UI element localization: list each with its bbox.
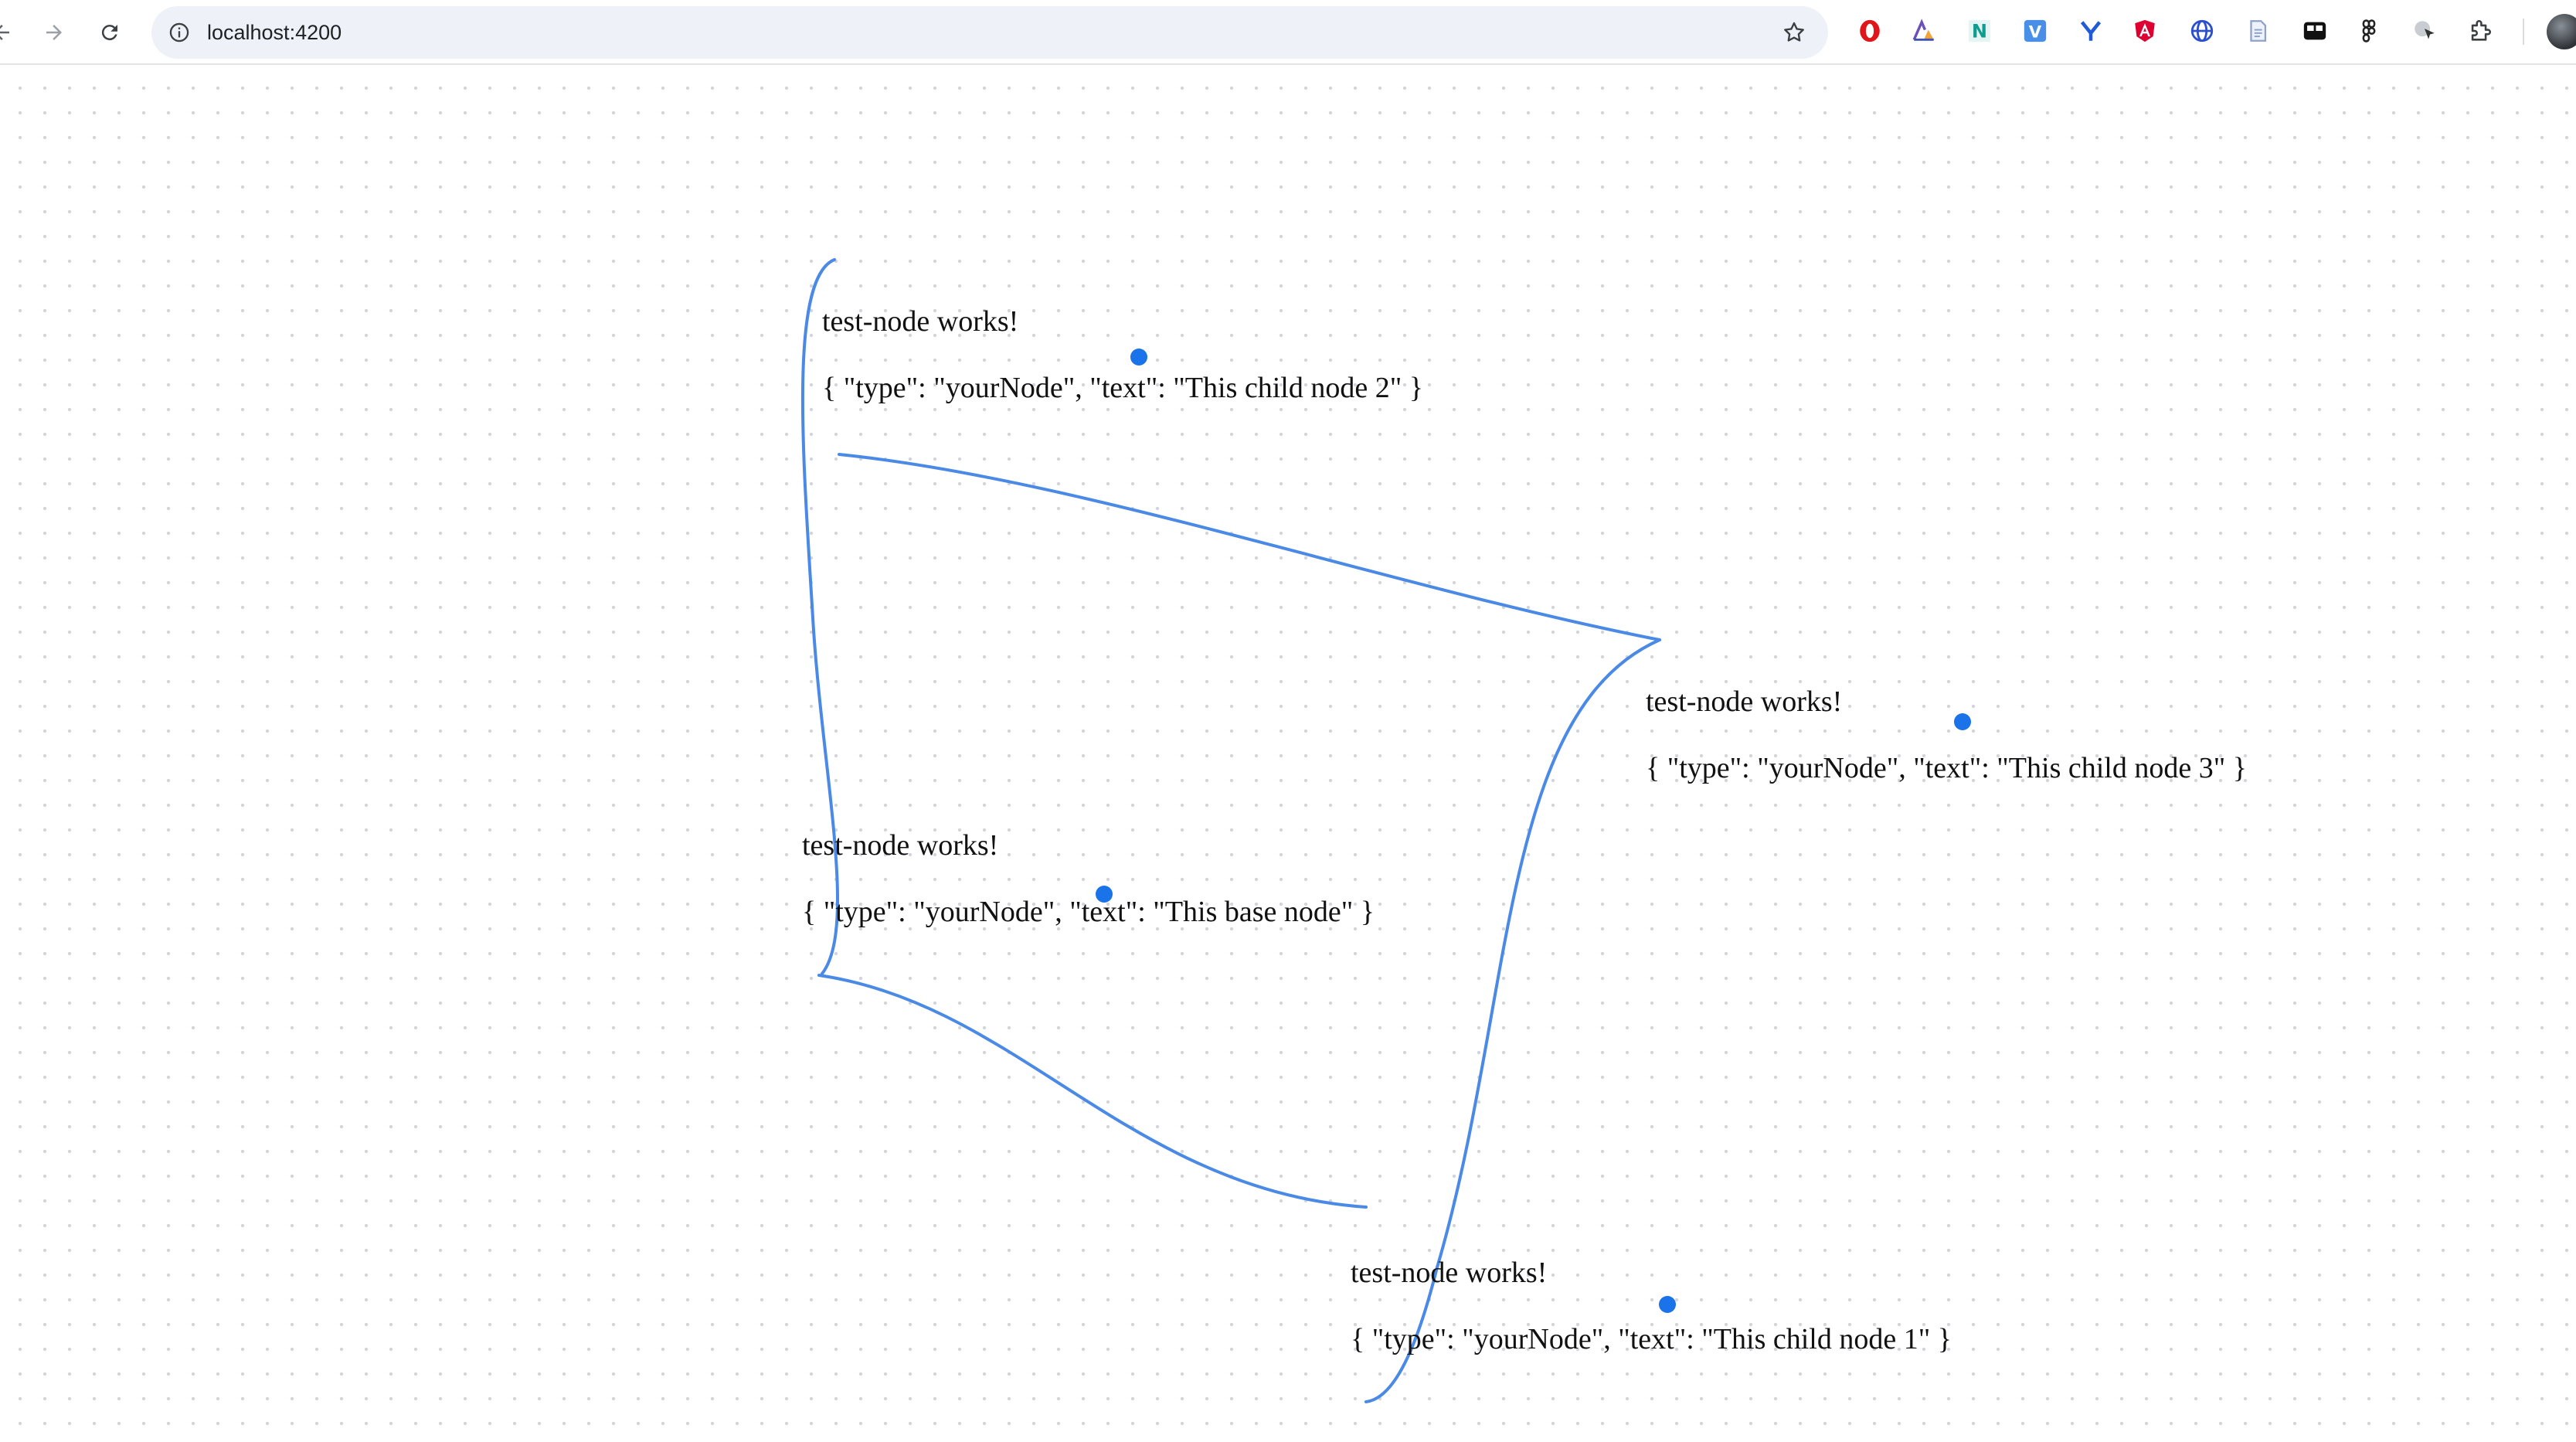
node-handle[interactable] xyxy=(1659,1296,1676,1313)
edge-base-to-child2[interactable] xyxy=(800,258,840,975)
node-title: test-node works! xyxy=(802,829,999,862)
star-outline-icon[interactable] xyxy=(1777,15,1811,49)
site-info-icon[interactable] xyxy=(164,17,195,48)
node-handle[interactable] xyxy=(1096,886,1113,903)
cursor-extension-icon[interactable] xyxy=(2409,15,2440,46)
edge-base-to-child1[interactable] xyxy=(817,974,1368,1209)
node-handle[interactable] xyxy=(1954,713,1971,730)
figma-extension-icon[interactable] xyxy=(2353,15,2384,46)
forward-arrow-icon[interactable] xyxy=(34,12,74,53)
node-child-2[interactable]: test-node works! { "type": "yourNode", "… xyxy=(822,304,1423,405)
node-base[interactable]: test-node works! { "type": "yourNode", "… xyxy=(802,828,1375,929)
svg-text:N: N xyxy=(1972,21,1987,43)
document-extension-icon[interactable] xyxy=(2242,15,2273,46)
node-json-text: { "type": "yourNode", "text": "This chil… xyxy=(1646,752,2247,784)
node-json-text: { "type": "yourNode", "text": "This base… xyxy=(802,896,1375,928)
browser-toolbar: localhost:4200 N V xyxy=(0,0,2576,65)
globe-extension-icon[interactable] xyxy=(2187,15,2217,46)
opera-extension-icon[interactable] xyxy=(1854,15,1885,46)
edge-child3-to-child1[interactable] xyxy=(1364,638,1661,1403)
node-json-text: { "type": "yourNode", "text": "This chil… xyxy=(1351,1323,1952,1355)
angular-extension-icon[interactable] xyxy=(2129,15,2160,46)
node-title: test-node works! xyxy=(1351,1257,1548,1289)
node-handle[interactable] xyxy=(1130,349,1147,366)
flow-canvas[interactable] xyxy=(0,65,2576,1442)
edge-child2-to-child3[interactable] xyxy=(838,453,1661,641)
devices-extension-icon[interactable] xyxy=(2299,15,2330,46)
address-bar[interactable]: localhost:4200 xyxy=(151,6,1828,59)
profile-avatar-icon[interactable] xyxy=(2547,14,2576,49)
node-child-1[interactable]: test-node works! { "type": "yourNode", "… xyxy=(1351,1256,1952,1356)
notion-n-extension-icon[interactable]: N xyxy=(1964,15,1995,46)
node-json-text: { "type": "yourNode", "text": "This chil… xyxy=(822,372,1423,404)
toolbar-divider xyxy=(2523,19,2524,45)
chart-extension-icon[interactable] xyxy=(1908,15,1939,46)
node-title: test-node works! xyxy=(1646,685,1843,718)
puzzle-extensions-icon[interactable] xyxy=(2465,15,2496,46)
url-text[interactable]: localhost:4200 xyxy=(207,21,342,44)
vue-v-extension-icon[interactable]: V xyxy=(2020,15,2051,46)
back-arrow-icon[interactable] xyxy=(0,12,22,53)
node-child-3[interactable]: test-node works! { "type": "yourNode", "… xyxy=(1646,685,2247,785)
y-extension-icon[interactable] xyxy=(2075,15,2106,46)
svg-text:V: V xyxy=(2029,23,2042,43)
node-title: test-node works! xyxy=(822,305,1019,338)
